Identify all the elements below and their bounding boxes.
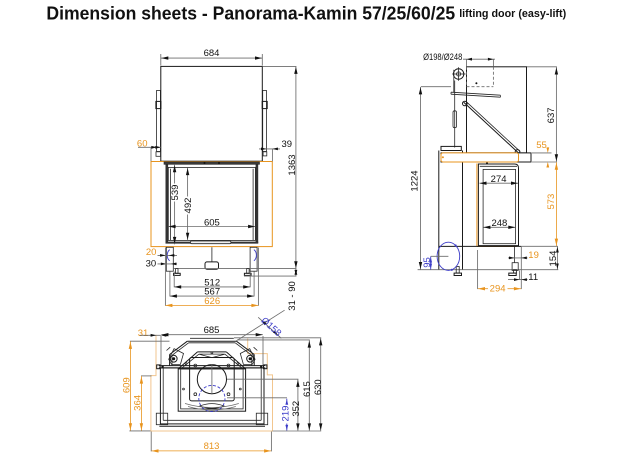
svg-text:294: 294 (490, 283, 506, 294)
svg-text:274: 274 (491, 174, 507, 185)
svg-text:573: 573 (546, 194, 557, 210)
svg-text:626: 626 (204, 296, 220, 307)
svg-text:Ø198/Ø248: Ø198/Ø248 (423, 52, 462, 63)
svg-text:605: 605 (204, 217, 220, 228)
svg-text:31 - 90: 31 - 90 (287, 281, 298, 311)
svg-text:60: 60 (137, 138, 148, 149)
svg-text:1224: 1224 (410, 170, 421, 191)
svg-text:492: 492 (183, 198, 194, 214)
svg-text:11: 11 (528, 272, 538, 283)
svg-text:637: 637 (546, 107, 557, 123)
svg-text:685: 685 (204, 325, 220, 336)
svg-text:364: 364 (133, 395, 144, 411)
svg-text:1363: 1363 (287, 154, 298, 175)
svg-text:30: 30 (146, 259, 157, 270)
svg-text:615: 615 (302, 381, 313, 397)
svg-text:95: 95 (422, 257, 433, 268)
svg-text:39: 39 (282, 139, 293, 150)
svg-text:512: 512 (204, 278, 220, 289)
svg-text:19: 19 (528, 250, 539, 261)
svg-text:Dimension sheets - Panorama-Ka: Dimension sheets - Panorama-Kamin 57/25/… (46, 3, 455, 23)
svg-text:219: 219 (281, 406, 292, 422)
svg-text:609: 609 (122, 377, 133, 393)
svg-text:31: 31 (138, 328, 149, 339)
svg-text:lifting door (easy-lift): lifting door (easy-lift) (459, 8, 566, 20)
svg-text:630: 630 (313, 379, 324, 395)
svg-text:55: 55 (536, 140, 547, 151)
svg-text:567: 567 (204, 287, 220, 298)
svg-text:352: 352 (291, 401, 302, 417)
svg-text:248: 248 (491, 218, 507, 229)
svg-text:684: 684 (204, 48, 220, 59)
svg-text:813: 813 (204, 441, 220, 452)
svg-text:154: 154 (548, 251, 559, 267)
svg-text:539: 539 (170, 185, 181, 201)
svg-text:20: 20 (146, 247, 157, 258)
